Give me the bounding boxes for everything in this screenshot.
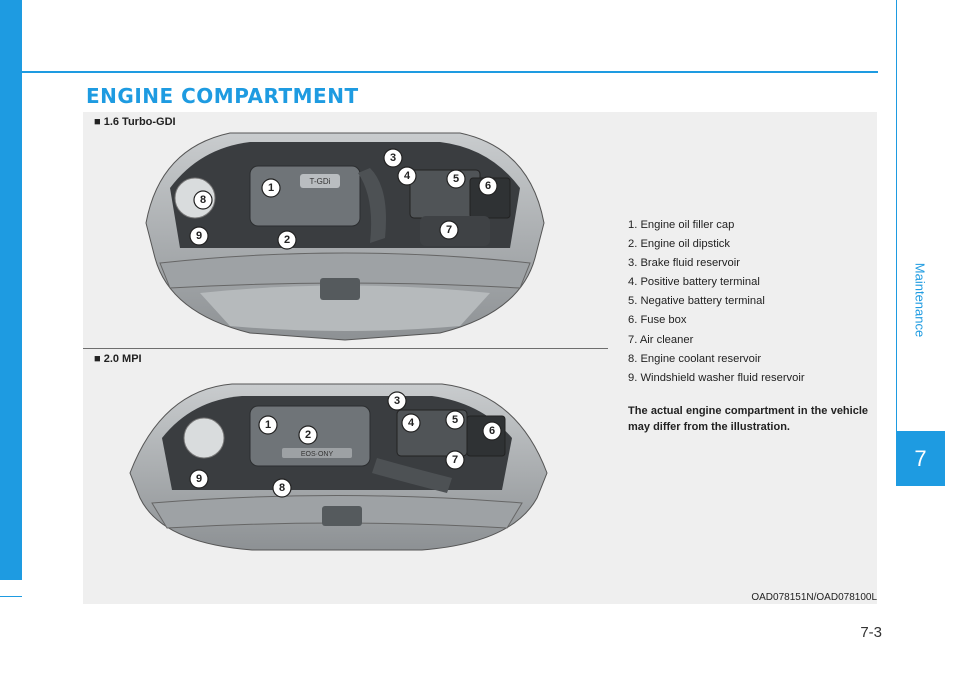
svg-text:6: 6 — [485, 180, 491, 192]
svg-text:8: 8 — [200, 194, 206, 206]
illustration-note: The actual engine compartment in the veh… — [628, 405, 868, 433]
callout-9: 9 — [189, 226, 209, 246]
callout-3: 3 — [387, 391, 407, 411]
left-accent-stripe — [0, 0, 22, 580]
callout-7: 7 — [445, 450, 465, 470]
callout-2: 2 — [277, 230, 297, 250]
svg-text:5: 5 — [453, 173, 459, 185]
legend-item: 5. Negative battery terminal — [628, 295, 765, 308]
side-rule — [896, 0, 897, 431]
legend-item: 9. Windshield washer fluid reservoir — [628, 371, 805, 384]
svg-text:2: 2 — [305, 429, 311, 441]
legend-item: 3. Brake fluid reservoir — [628, 257, 740, 270]
chapter-tab[interactable]: 7 — [896, 431, 945, 486]
svg-text:8: 8 — [279, 482, 285, 494]
page-title: ENGINE COMPARTMENT — [86, 84, 359, 108]
callout-2: 2 — [298, 425, 318, 445]
section-label-mpi: ■ 2.0 MPI — [94, 353, 142, 365]
callout-7: 7 — [439, 220, 459, 240]
svg-text:7: 7 — [446, 224, 452, 236]
callout-8: 8 — [193, 190, 213, 210]
callout-9: 9 — [189, 469, 209, 489]
svg-text:1: 1 — [265, 419, 271, 431]
section-label-turbo: ■ 1.6 Turbo-GDI — [94, 116, 176, 128]
callout-6: 6 — [482, 421, 502, 441]
legend-item: 8. Engine coolant reservoir — [628, 352, 762, 365]
callout-5: 5 — [446, 169, 466, 189]
svg-text:1: 1 — [268, 182, 274, 194]
svg-text:4: 4 — [408, 417, 415, 429]
chapter-label: Maintenance — [912, 262, 928, 338]
svg-text:5: 5 — [452, 414, 458, 426]
callout-6: 6 — [478, 176, 498, 196]
svg-text:4: 4 — [404, 170, 411, 182]
svg-text:7: 7 — [452, 454, 458, 466]
left-bottom-rule — [0, 596, 22, 597]
engine-illustration-mpi: EOS·ONY 1 2 3 4 5 6 7 8 9 — [129, 383, 548, 551]
svg-text:3: 3 — [394, 395, 400, 407]
callouts-mpi: 1 2 3 4 5 6 7 8 9 — [189, 391, 502, 498]
callout-3: 3 — [383, 148, 403, 168]
callout-4: 4 — [401, 413, 421, 433]
svg-text:3: 3 — [390, 152, 396, 164]
svg-text:6: 6 — [489, 425, 495, 437]
page-number: 7-3 — [860, 624, 882, 641]
legend-item: 1. Engine oil filler cap — [628, 219, 735, 231]
legend-item: 6. Fuse box — [628, 314, 687, 327]
callouts-turbo: 1 2 3 4 5 6 7 8 9 — [189, 148, 498, 250]
engine-cover-text: T-GDi — [310, 177, 331, 186]
svg-text:9: 9 — [196, 230, 202, 242]
svg-text:9: 9 — [196, 473, 202, 485]
engine-illustration-turbo: T-GDi 1 2 3 4 5 6 7 8 9 — [145, 132, 545, 341]
callout-5: 5 — [445, 410, 465, 430]
legend-item: 4. Positive battery terminal — [628, 276, 760, 289]
callout-8: 8 — [272, 478, 292, 498]
callout-4: 4 — [397, 166, 417, 186]
engine-cover-text-mpi: EOS·ONY — [301, 451, 334, 458]
component-legend: 1. Engine oil filler cap 2. Engine oil d… — [628, 216, 868, 388]
legend-item: 7. Air cleaner — [628, 333, 694, 346]
header-rule — [22, 71, 878, 73]
svg-text:2: 2 — [284, 234, 290, 246]
callout-1: 1 — [258, 415, 278, 435]
image-caption: OAD078151N/OAD078100L — [751, 592, 877, 603]
legend-item: 2. Engine oil dipstick — [628, 238, 730, 251]
callout-1: 1 — [261, 178, 281, 198]
section-divider — [83, 348, 608, 349]
